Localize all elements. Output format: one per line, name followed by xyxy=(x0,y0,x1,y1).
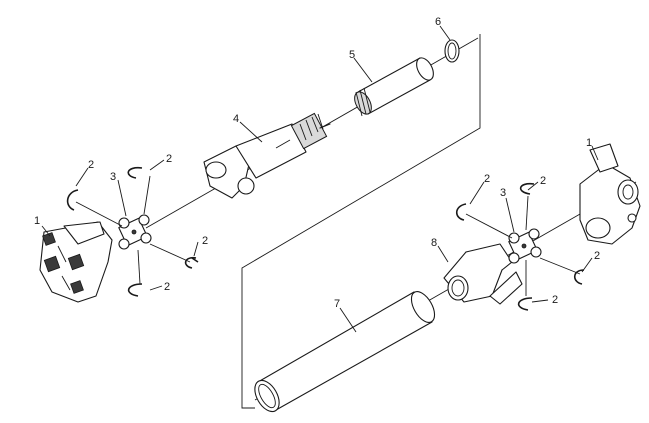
callout-6: 6 xyxy=(435,16,441,28)
callout-3-left: 3 xyxy=(110,171,116,183)
callout-8: 8 xyxy=(431,237,437,249)
callout-2-left-d: 2 xyxy=(164,281,170,293)
callout-2-right-c: 2 xyxy=(594,250,600,262)
callout-4: 4 xyxy=(233,113,239,125)
snap-ring-right-2 xyxy=(519,182,535,195)
assembly-outline xyxy=(241,34,481,409)
driveshaft-tube xyxy=(254,291,436,413)
callout-2-left-b: 2 xyxy=(166,153,172,165)
universal-joint-left xyxy=(118,214,152,250)
tube-yoke xyxy=(443,243,523,305)
snap-ring-right-3 xyxy=(573,269,585,285)
end-yoke-right xyxy=(579,143,641,245)
slip-tube xyxy=(354,57,434,117)
snap-ring-left-3 xyxy=(184,256,199,269)
snap-ring-left-2 xyxy=(127,166,143,179)
callout-1-left: 1 xyxy=(34,215,40,227)
callout-1-right: 1 xyxy=(586,137,592,149)
callout-7: 7 xyxy=(334,298,340,310)
end-yoke-left xyxy=(39,221,113,303)
callout-2-left-a: 2 xyxy=(88,159,94,171)
leader-lines xyxy=(41,25,599,333)
callout-2-right-b: 2 xyxy=(540,175,546,187)
universal-joint-right xyxy=(508,228,542,264)
callout-2-left-c: 2 xyxy=(202,235,208,247)
callout-2-right-a: 2 xyxy=(484,173,490,185)
snap-ring-right-1 xyxy=(455,203,467,221)
callout-2-right-d: 2 xyxy=(552,294,558,306)
snap-ring-left-1 xyxy=(66,189,79,211)
snap-ring-left-4 xyxy=(127,283,143,297)
callout-3-right: 3 xyxy=(500,187,506,199)
callout-5: 5 xyxy=(349,49,355,61)
slip-yoke-shaft xyxy=(203,112,331,199)
snap-ring-right-4 xyxy=(517,297,533,311)
dust-seal xyxy=(444,39,460,63)
